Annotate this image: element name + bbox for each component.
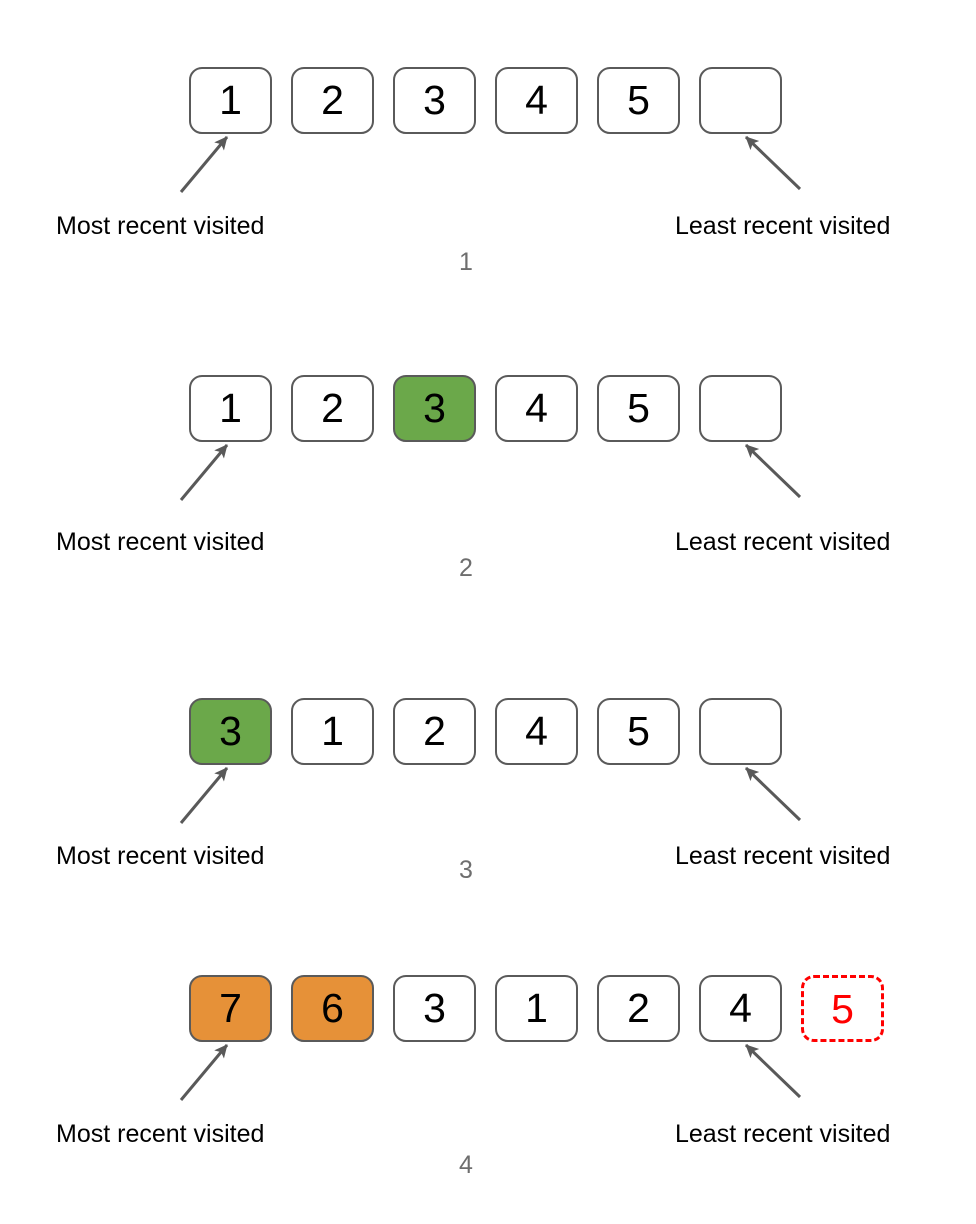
label-least-recent-visited: Least recent visited <box>675 842 891 870</box>
label-most-recent-visited: Most recent visited <box>56 212 265 240</box>
cache-slot-highlight-green[interactable]: 3 <box>189 698 272 765</box>
cache-slot[interactable]: 2 <box>393 698 476 765</box>
cache-slot-highlight-orange[interactable]: 6 <box>291 975 374 1042</box>
cache-slot[interactable]: 2 <box>597 975 680 1042</box>
cache-slot[interactable]: 4 <box>495 698 578 765</box>
step-caption-number: 1 <box>459 248 473 276</box>
label-most-recent-visited: Most recent visited <box>56 1120 265 1148</box>
cache-slot[interactable]: 3 <box>393 67 476 134</box>
arrow-most-recent <box>179 767 229 824</box>
label-least-recent-visited: Least recent visited <box>675 1120 891 1148</box>
arrow-most-recent <box>179 136 229 193</box>
step-caption-2: 2 <box>0 554 976 583</box>
cache-slot-empty[interactable] <box>699 67 782 134</box>
label-most-recent-visited: Most recent visited <box>56 842 265 870</box>
cache-slot-highlight-orange[interactable]: 7 <box>189 975 272 1042</box>
cache-slot[interactable]: 1 <box>189 375 272 442</box>
cache-slot[interactable]: 5 <box>597 698 680 765</box>
cache-slot[interactable]: 2 <box>291 375 374 442</box>
cache-slot[interactable]: 2 <box>291 67 374 134</box>
arrow-least-recent <box>744 766 802 822</box>
arrow-least-recent <box>744 1043 802 1099</box>
cache-slot-empty[interactable] <box>699 698 782 765</box>
cache-slot[interactable]: 4 <box>495 375 578 442</box>
cache-slot[interactable]: 5 <box>597 375 680 442</box>
cache-slot-evicted[interactable]: 5 <box>801 975 884 1042</box>
label-least-recent-visited: Least recent visited <box>675 528 891 556</box>
arrow-most-recent <box>179 1044 229 1101</box>
cache-slot[interactable]: 3 <box>393 975 476 1042</box>
cache-slot-highlight-green[interactable]: 3 <box>393 375 476 442</box>
cache-slot[interactable]: 1 <box>495 975 578 1042</box>
step-caption-number: 4 <box>459 1151 473 1179</box>
cache-slot[interactable]: 5 <box>597 67 680 134</box>
label-least-recent-visited: Least recent visited <box>675 212 891 240</box>
step-caption-number: 2 <box>459 554 473 582</box>
arrow-least-recent <box>744 135 802 191</box>
cache-slot[interactable]: 1 <box>189 67 272 134</box>
cache-slot[interactable]: 1 <box>291 698 374 765</box>
step-caption-3: 3 <box>0 856 976 885</box>
step-caption-1: 1 <box>0 248 976 277</box>
step-caption-4: 4 <box>0 1151 976 1180</box>
cache-slot[interactable]: 4 <box>495 67 578 134</box>
arrow-most-recent <box>179 444 229 501</box>
cache-slot-empty[interactable] <box>699 375 782 442</box>
label-most-recent-visited: Most recent visited <box>56 528 265 556</box>
step-caption-number: 3 <box>459 856 473 884</box>
arrow-least-recent <box>744 443 802 499</box>
cache-slot[interactable]: 4 <box>699 975 782 1042</box>
